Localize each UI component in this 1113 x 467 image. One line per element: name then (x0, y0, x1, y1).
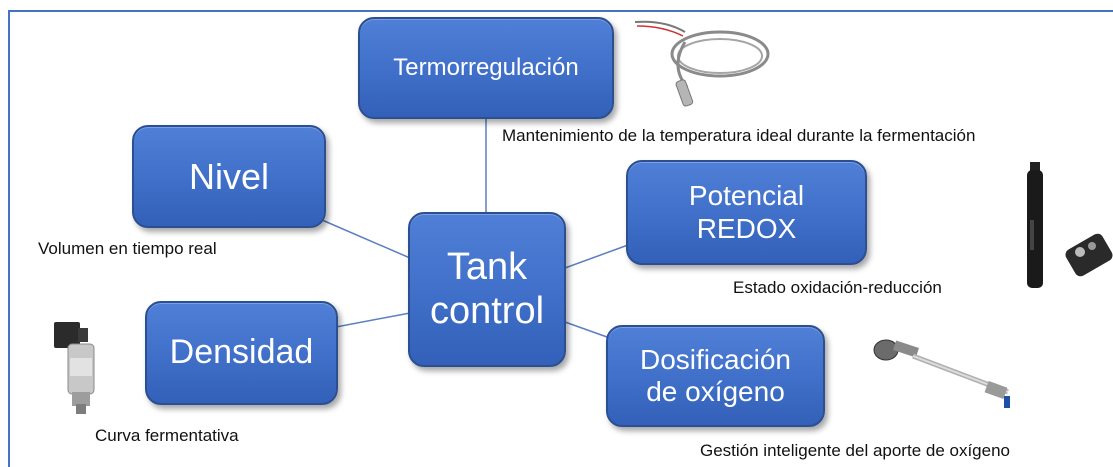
connector-nivel (321, 219, 411, 259)
caption-nivel: Volumen en tiempo real (38, 239, 217, 258)
caption-oxigeno: Gestión inteligente del aporte de oxígen… (700, 441, 1011, 460)
node-termorregulacion: Termorregulación (358, 17, 614, 119)
slide-frame (8, 10, 1113, 467)
caption-densidad: Curva fermentativa (95, 426, 239, 445)
node-oxigeno-line2: de oxígeno (646, 376, 785, 407)
caption-redox: Estado oxidación-reducción (733, 278, 942, 297)
node-nivel: Nivel (132, 125, 326, 228)
temperature-probe-icon (634, 20, 770, 107)
caption-termorregulacion: Mantenimiento de la temperatura ideal du… (502, 126, 976, 145)
node-oxigeno-line1: Dosificación (640, 343, 791, 375)
connector-densidad (335, 312, 411, 328)
node-redox-line1: Potencial (688, 180, 805, 212)
node-potencial-redox: Potencial REDOX (626, 160, 867, 265)
connector-redox (564, 244, 629, 269)
node-densidad: Densidad (145, 301, 338, 405)
redox-electrode-icon (1027, 162, 1113, 288)
center-label-line2: control (429, 289, 545, 332)
oxygen-diffuser-icon (873, 339, 1010, 408)
node-nivel-label: Nivel (188, 155, 269, 197)
node-redox-line2: REDOX (696, 212, 797, 244)
node-densidad-label: Densidad (169, 333, 314, 372)
connector-oxigeno (564, 321, 608, 338)
node-tank-control: Tank control (408, 212, 566, 367)
pressure-transmitter-icon (54, 322, 95, 414)
node-dosificacion-oxigeno: Dosificación de oxígeno (606, 325, 825, 427)
node-termorregulacion-label: Termorregulación (393, 54, 579, 82)
center-label-line1: Tank (446, 245, 528, 288)
